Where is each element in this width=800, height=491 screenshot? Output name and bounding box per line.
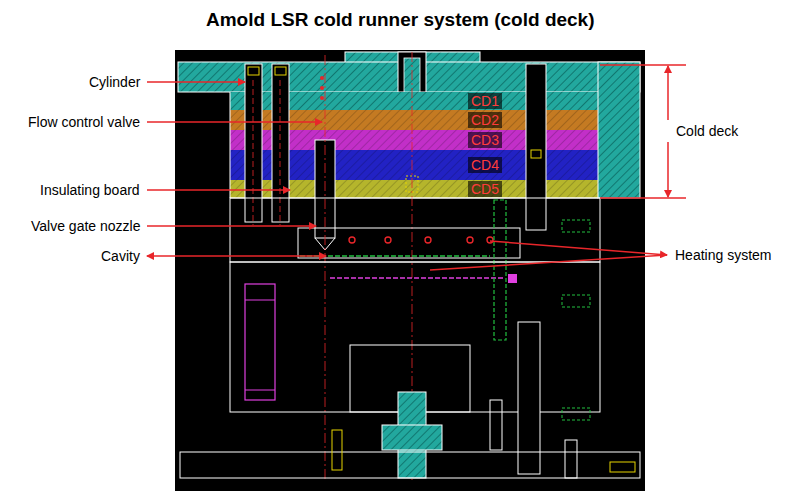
plate-label: CD5 [468,181,502,197]
callout-label: Cold deck [676,123,738,140]
diagram-title: Amold LSR cold runner system (cold deck) [206,9,595,31]
plate-label: CD3 [468,132,502,148]
plate-label: CD1 [468,93,502,109]
plate-band: CD3 [230,130,598,150]
plate-band: CD5 [230,180,598,198]
callout-label: Valve gate nozzle [31,218,140,235]
callout-label: Cylinder [89,74,140,91]
callout-label: Heating system [675,247,771,264]
plate-band: CD2 [230,110,598,130]
plate-band: CD4 [230,150,598,180]
plate-band: CD1 [230,92,598,110]
plate-label: CD4 [468,157,502,173]
callout-label: Flow control valve [28,114,140,131]
callout-label: Cavity [101,248,140,265]
callout-label: Insulating board [40,182,140,199]
plate-label: CD2 [468,112,502,128]
